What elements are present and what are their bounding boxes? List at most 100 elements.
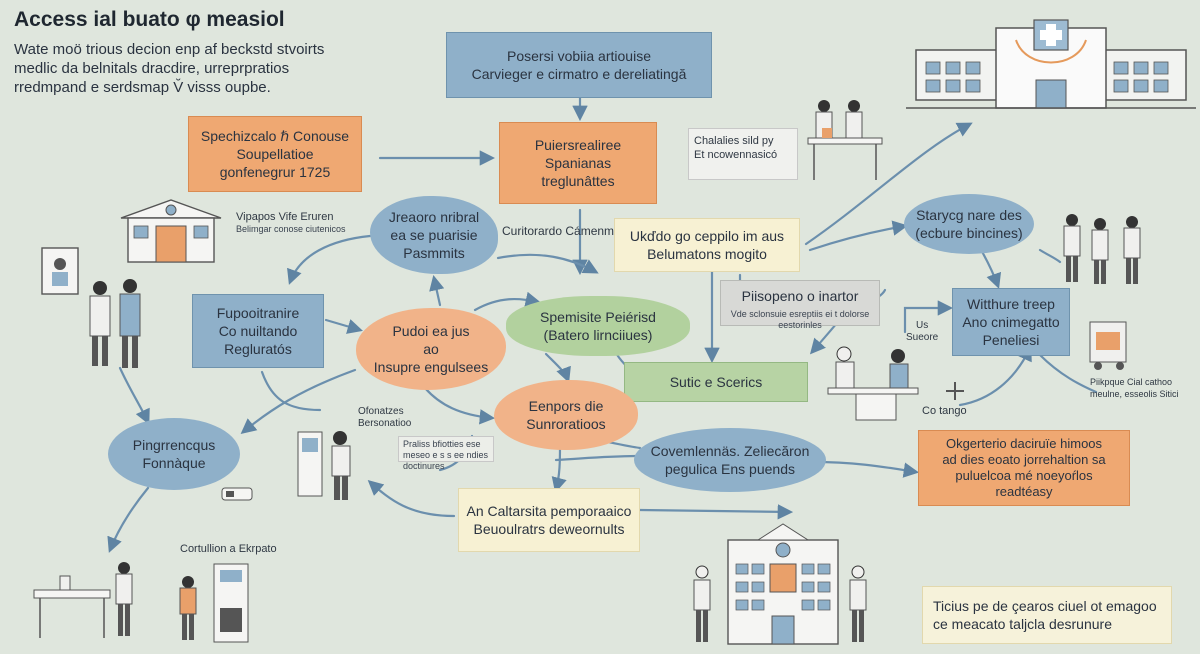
node-text: Sutic e Scerics bbox=[669, 374, 763, 390]
label-us-sueore: Us Sueore bbox=[906, 320, 938, 344]
node-text: Sunroratioos bbox=[526, 416, 606, 432]
label-ofonatzes: Ofonatzes Bersonatioo bbox=[358, 406, 411, 430]
node-blob-orange-lower: Eenpors die Sunroratioos bbox=[494, 380, 638, 450]
node-text: Co nuiltando bbox=[218, 323, 298, 339]
node-text: (ecbure bincines) bbox=[915, 225, 1023, 241]
node-text: Ukďdo go ceppilo im aus bbox=[629, 228, 785, 244]
callout-praliss: Praliss bfiotties ese meseo e s s ee ndi… bbox=[398, 436, 494, 471]
arrow bbox=[118, 366, 150, 425]
callout-text: Praliss bfiotties ese bbox=[403, 439, 481, 449]
callout-text: meseo e s s ee ndies doctinures bbox=[403, 450, 489, 471]
arrow bbox=[804, 122, 973, 246]
node-blob-blue-upper: Jreaoro nribral ea se puarisie Pasmmits bbox=[370, 196, 498, 274]
clinic-illustration-left bbox=[120, 199, 222, 263]
node-text: ea se puarisie bbox=[390, 227, 478, 243]
node-text: Okgerterio daciruïe himoos bbox=[945, 436, 1103, 451]
arrow bbox=[260, 370, 322, 412]
arrow bbox=[240, 368, 357, 434]
node-orange-mid-top: Puiersrealiree Spanianas treglunâttes bbox=[499, 122, 657, 204]
node-text: readtéasy bbox=[995, 484, 1053, 499]
arrow bbox=[554, 454, 642, 462]
node-text: Carvieger e cirmatro e dereliatingă bbox=[471, 66, 687, 82]
node-text: Soupellatioe bbox=[236, 146, 314, 162]
node-gray-center: Piisopeno o inartor Vde sclonsuie esrept… bbox=[720, 280, 880, 330]
arrow bbox=[1038, 353, 1098, 394]
arrow bbox=[473, 291, 542, 312]
node-bottom-right-note: Ticius pe de çearos ciuel ot emagoo ce m… bbox=[922, 586, 1172, 644]
arrow bbox=[808, 220, 909, 252]
desk-illustration-top bbox=[807, 100, 883, 180]
node-text: ao bbox=[423, 341, 439, 357]
node-text: Peneliesi bbox=[982, 332, 1040, 348]
page-title: Access ial buato φ measiol bbox=[14, 8, 285, 31]
equipment-illustration-right bbox=[1089, 321, 1127, 370]
arrow bbox=[810, 460, 920, 478]
arrow bbox=[496, 253, 599, 274]
label-line: meulne, esseolis Sitici bbox=[1090, 389, 1179, 399]
node-cream-bottom: An Caltarsita pemporaaico Beuoulratrs de… bbox=[458, 488, 640, 552]
kiosk-illustration bbox=[297, 431, 351, 500]
node-text: Beuoulratrs deweornults bbox=[473, 521, 625, 537]
node-text: Belumatons mogito bbox=[647, 246, 767, 262]
node-text: Spanianas bbox=[544, 155, 612, 171]
node-text: Ano cnimegatto bbox=[962, 314, 1060, 330]
phone-icon bbox=[221, 487, 253, 501]
plus-icon bbox=[946, 382, 964, 400]
arrow bbox=[978, 246, 1002, 289]
node-text: Regluratós bbox=[224, 341, 292, 357]
node-text: Covemlennäs. Zeliecăron bbox=[650, 443, 810, 459]
label-line: Ofonatzes bbox=[358, 406, 404, 417]
node-blob-green-center: Spemisite Peiérisd (Batero lirnciiues) bbox=[506, 296, 690, 356]
node-blue-rect-right: Witthure treep Ano cnimegatto Peneliesi bbox=[952, 288, 1070, 356]
intro-line: Wate moö trious decion enp af beckstd st… bbox=[14, 41, 325, 58]
node-blob-blue-left: Pingrrencqus Fonnàque bbox=[108, 418, 240, 490]
node-text: Insupre engulsees bbox=[373, 359, 489, 375]
node-blob-blue-lower: Covemlennäs. Zeliecăron pegulica Ens pue… bbox=[634, 428, 826, 492]
node-text: Ticius pe de çearos ciuel ot emagoo bbox=[933, 598, 1157, 614]
node-text: ce meacato taljcla desrunure bbox=[933, 616, 1112, 632]
callout-text: Et ncowennasicó bbox=[694, 149, 778, 161]
arrow bbox=[423, 386, 496, 425]
label-pinkpque: Piikpque Cial cathoo meulne, esseolis Si… bbox=[1090, 376, 1179, 400]
arrow bbox=[551, 443, 567, 493]
child-machine-illustration bbox=[179, 563, 249, 643]
node-text: Starycg nare des bbox=[916, 207, 1022, 223]
node-text: Puiersrealiree bbox=[534, 137, 622, 153]
label-line: Bersonatioo bbox=[358, 418, 412, 429]
node-text: ad dies eoato jorrehaltion sa bbox=[942, 452, 1106, 467]
arrow bbox=[107, 486, 150, 553]
node-text: Eenpors die bbox=[528, 398, 604, 414]
node-text: Pingrrencqus bbox=[132, 437, 216, 453]
reception-illustration bbox=[33, 562, 133, 638]
node-text: pegulica Ens puends bbox=[665, 461, 795, 477]
node-text: treglunâttes bbox=[541, 173, 615, 189]
intro-line: rredmpand e serdsmap V̆ visss oupbe. bbox=[14, 79, 271, 96]
node-text: Pudoi ea jus bbox=[392, 323, 470, 339]
node-green-rect-center: Sutic e Scerics bbox=[624, 362, 808, 402]
node-blob-blue-right: Starycg nare des (ecbure bincines) bbox=[904, 194, 1034, 254]
arrow bbox=[1038, 248, 1062, 264]
node-subtext: Vde sclonsuie esreptiis ei t dolorse ees… bbox=[730, 309, 870, 330]
label-line: Sueore bbox=[906, 332, 939, 343]
node-text: Posersi vobiia artiouise bbox=[507, 48, 651, 64]
people-illustration-right bbox=[1063, 214, 1141, 284]
arrow bbox=[367, 479, 456, 518]
node-blob-orange-mid: Pudoi ea jus ao Insupre engulsees bbox=[356, 308, 506, 390]
intro-text: Wate moö trious decion enp af beckstd st… bbox=[14, 40, 394, 97]
arrow bbox=[287, 234, 372, 285]
node-text: Pasmmits bbox=[403, 245, 465, 261]
label-line: Piikpque Cial cathoo bbox=[1090, 377, 1173, 387]
node-text: Witthure treep bbox=[967, 296, 1055, 312]
label-co-tango: Co tango bbox=[922, 405, 967, 417]
label-vipapos-sub: Belimgar conose ciutenicos bbox=[236, 224, 346, 234]
arrow bbox=[903, 300, 954, 334]
node-text: Spemisite Peiérisd bbox=[540, 309, 656, 325]
callout-chalalies: Chalalies sild py Et ncowennasicó bbox=[688, 128, 798, 180]
node-text: Piisopeno o inartor bbox=[741, 288, 859, 304]
hospital-illustration-top bbox=[906, 19, 1196, 109]
people-illustration-left bbox=[41, 247, 141, 368]
node-orange-top-left: Spechizcalo ℏ Conouse Soupellatioe gonfe… bbox=[188, 116, 362, 192]
node-text: Fonnàque bbox=[142, 455, 206, 471]
